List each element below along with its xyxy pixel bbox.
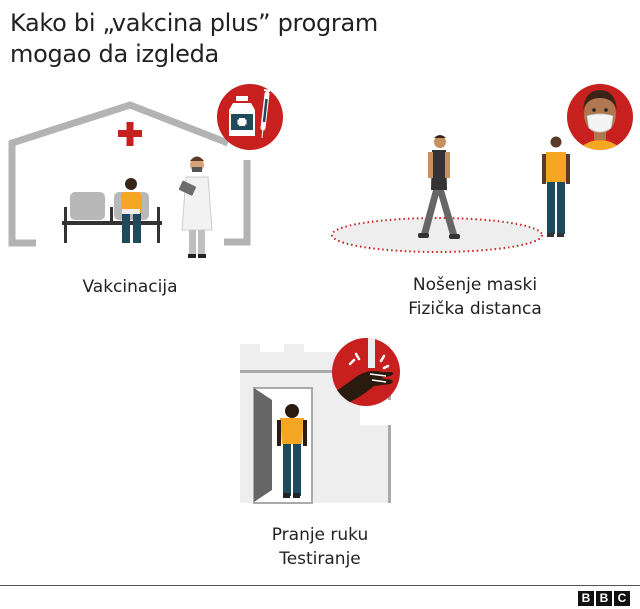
title-line-1: Kako bi „vakcina plus” program <box>10 9 378 37</box>
face-mask-icon <box>567 84 633 150</box>
masks-distance-panel: Nošenje maski Fizička distanca <box>320 80 640 330</box>
vaccination-label: Vakcinacija <box>40 275 220 299</box>
vaccine-bottle-syringe-icon <box>217 84 283 150</box>
masks-distance-label: Nošenje maski Fizička distanca <box>375 273 575 321</box>
label-line-1: Pranje ruku <box>271 525 369 545</box>
bbc-logo-letter: C <box>614 591 630 606</box>
label-line-2: Fizička distanca <box>408 299 542 319</box>
bbc-logo-letter: B <box>596 591 612 606</box>
bbc-logo-letter: B <box>578 591 594 606</box>
label-line-2: Testiranje <box>279 549 361 569</box>
clinic-building-illustration <box>8 101 251 258</box>
footer-divider <box>0 585 640 586</box>
bbc-logo: B B C <box>578 591 630 606</box>
handwash-testing-label: Pranje ruku Testiranje <box>220 523 420 571</box>
physical-distance-illustration <box>331 135 570 253</box>
label-line-1: Nošenje maski <box>412 275 538 295</box>
hand-washing-icon <box>332 338 400 406</box>
label-line-1: Vakcinacija <box>82 277 178 297</box>
vaccination-panel: Vakcinacija <box>0 80 300 297</box>
handwash-testing-panel: Pranje ruku Testiranje <box>220 330 420 580</box>
page-title: Kako bi „vakcina plus” program mogao da … <box>10 8 378 70</box>
title-line-2: mogao da izgleda <box>10 40 219 68</box>
